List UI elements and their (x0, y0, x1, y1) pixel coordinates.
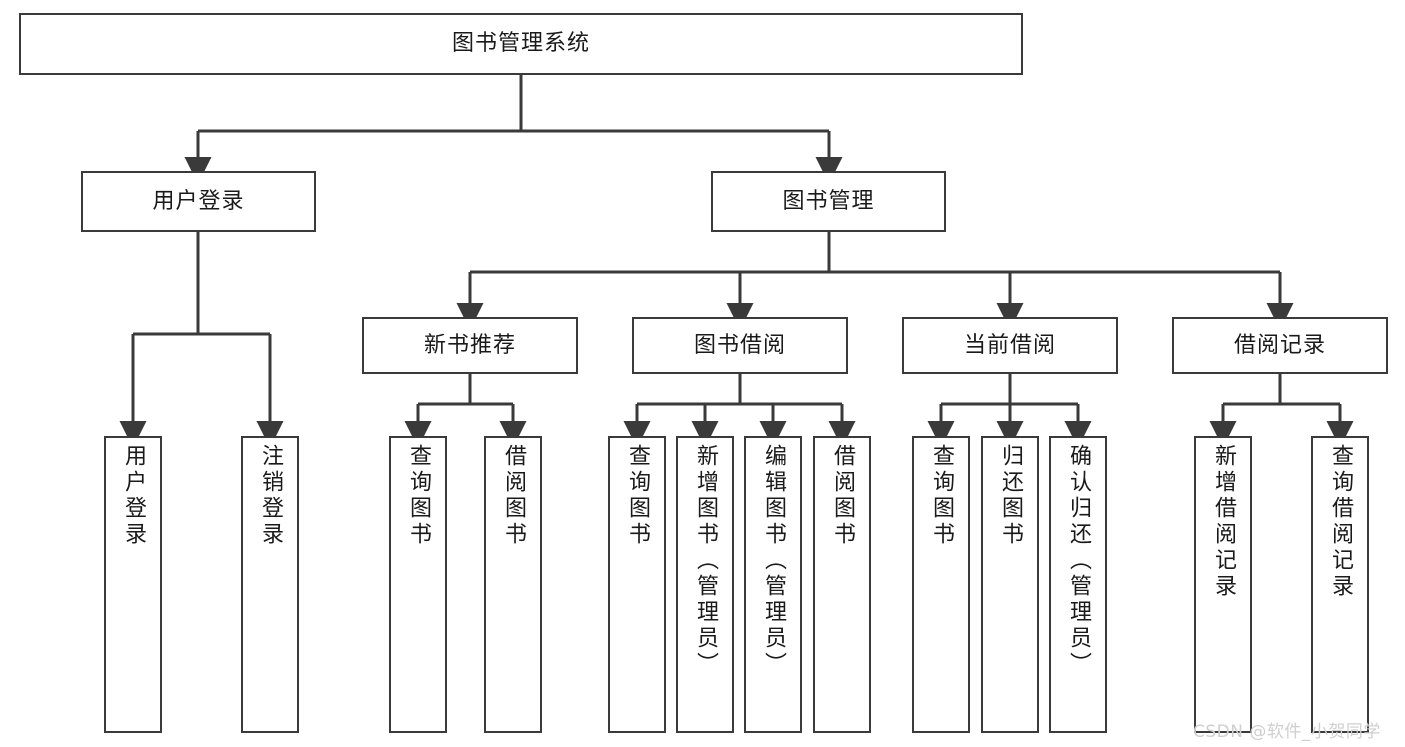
node-user-login[interactable]: 用户登录 (81, 171, 316, 232)
node-label: 用户登录 (121, 444, 146, 548)
leaf-recommend-query-book[interactable]: 查询图书 (389, 436, 447, 733)
node-label: 查询图书 (929, 444, 954, 548)
leaf-recommend-borrow-book[interactable]: 借阅图书 (484, 436, 542, 733)
leaf-borrow-add-book[interactable]: 新增图书（管理员） (676, 436, 734, 733)
node-label: 图书管理 (782, 188, 875, 214)
node-label: 图书借阅 (693, 332, 786, 358)
leaf-record-query-record[interactable]: 查询借阅记录 (1311, 436, 1369, 733)
node-label: 新增借阅记录 (1211, 444, 1236, 600)
node-label: 借阅图书 (501, 444, 526, 548)
leaf-borrow-query-book[interactable]: 查询图书 (608, 436, 666, 733)
node-label: 归还图书 (998, 444, 1023, 548)
leaf-current-confirm-return[interactable]: 确认归还（管理员） (1049, 436, 1107, 733)
node-label: 当前借阅 (963, 332, 1056, 358)
node-book-borrow[interactable]: 图书借阅 (632, 317, 848, 374)
node-label: 查询图书 (406, 444, 431, 548)
node-label: 确认归还（管理员） (1066, 444, 1091, 678)
node-label: 编辑图书（管理员） (761, 444, 786, 678)
node-label: 图书管理系统 (451, 31, 590, 57)
node-current-borrow[interactable]: 当前借阅 (902, 317, 1118, 374)
node-label: 新增图书（管理员） (693, 444, 718, 678)
node-book-management[interactable]: 图书管理 (711, 171, 946, 232)
leaf-current-query-book[interactable]: 查询图书 (912, 436, 970, 733)
leaf-record-add-record[interactable]: 新增借阅记录 (1194, 436, 1252, 733)
leaf-user-login-signout[interactable]: 注销登录 (241, 436, 299, 733)
node-label: 借阅记录 (1233, 332, 1326, 358)
leaf-user-login-signin[interactable]: 用户登录 (104, 436, 162, 733)
node-label: 借阅图书 (830, 444, 855, 548)
node-root-system[interactable]: 图书管理系统 (19, 13, 1023, 75)
node-label: 查询图书 (625, 444, 650, 548)
node-label: 注销登录 (258, 444, 283, 548)
node-label: 用户登录 (152, 188, 245, 214)
leaf-current-return-book[interactable]: 归还图书 (981, 436, 1039, 733)
csdn-watermark: CSDN @软件_小贺同学 (1193, 722, 1381, 742)
leaf-borrow-edit-book[interactable]: 编辑图书（管理员） (744, 436, 802, 733)
node-borrow-record[interactable]: 借阅记录 (1172, 317, 1388, 374)
node-new-book-recommend[interactable]: 新书推荐 (362, 317, 578, 374)
leaf-borrow-borrow-book[interactable]: 借阅图书 (813, 436, 871, 733)
node-label: 查询借阅记录 (1328, 444, 1353, 600)
node-label: 新书推荐 (423, 332, 516, 358)
